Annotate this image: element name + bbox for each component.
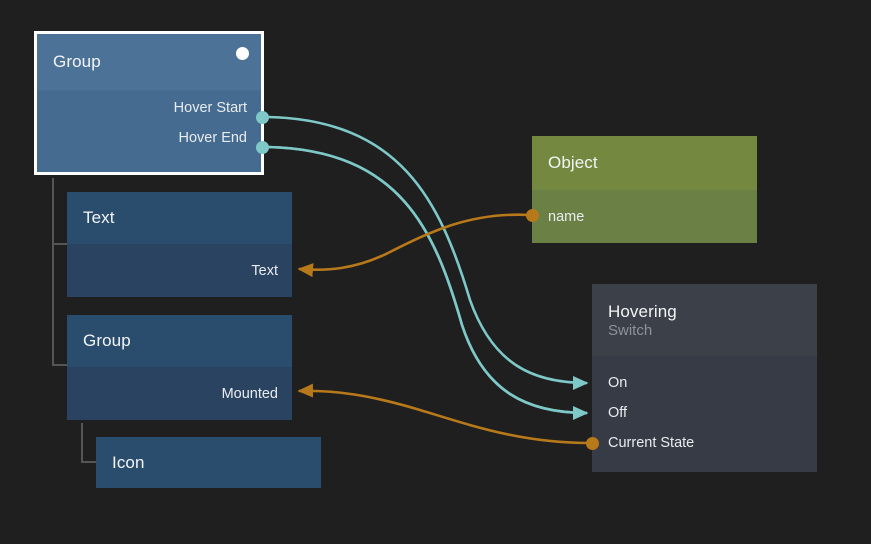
node-object-body: name	[532, 190, 757, 243]
node-icon-title: Icon	[112, 452, 145, 472]
tree-connector-stub-text	[52, 243, 67, 245]
node-text-body: Text	[67, 244, 292, 297]
port-dot-current-state[interactable]	[586, 437, 599, 450]
node-text-header[interactable]: Text	[67, 192, 292, 244]
node-group-root-title: Group	[53, 52, 101, 71]
port-mounted[interactable]: Mounted	[222, 384, 278, 404]
node-icon-header[interactable]: Icon	[96, 437, 321, 488]
tree-connector-vertical-icon	[81, 423, 83, 463]
node-group-2-title: Group	[83, 331, 131, 350]
port-dot-hover-start[interactable]	[256, 111, 269, 124]
node-group-2-body: Mounted	[67, 367, 292, 420]
node-text-title: Text	[83, 208, 115, 227]
port-name-label: name	[548, 209, 585, 225]
node-object[interactable]: Object name	[532, 136, 757, 243]
node-group-root-body: Hover Start Hover End	[37, 90, 261, 172]
port-off-label: Off	[608, 405, 628, 421]
port-on-label: On	[608, 375, 628, 391]
port-text-label: Text	[251, 263, 278, 279]
port-off[interactable]: Off	[608, 403, 627, 423]
edge-name-to-text	[297, 213, 530, 278]
node-icon[interactable]: Icon	[96, 437, 321, 488]
port-current-state-label: Current State	[608, 435, 695, 451]
port-name[interactable]: name	[548, 207, 584, 227]
port-hover-start-label: Hover Start	[173, 100, 247, 116]
port-hover-end[interactable]: Hover End	[178, 128, 247, 148]
port-text[interactable]: Text	[251, 261, 278, 281]
port-hover-end-label: Hover End	[178, 130, 247, 146]
edge-current-state-to-mounted	[297, 383, 591, 445]
node-group-root-header[interactable]: Group	[37, 34, 261, 90]
node-group-2[interactable]: Group Mounted	[67, 315, 292, 420]
tree-connector-stub-icon	[81, 461, 96, 463]
node-hovering[interactable]: Hovering Switch On Off Current State	[592, 284, 817, 472]
selection-indicator-dot[interactable]	[236, 47, 249, 60]
port-on[interactable]: On	[608, 373, 627, 393]
node-hovering-subtitle: Switch	[608, 322, 653, 339]
node-hovering-title: Hovering	[608, 302, 677, 321]
node-object-title: Object	[548, 153, 598, 172]
port-dot-object-name[interactable]	[526, 209, 539, 222]
node-text[interactable]: Text Text	[67, 192, 292, 297]
node-hovering-body: On Off Current State	[592, 356, 817, 472]
node-group-root[interactable]: Group Hover Start Hover End	[34, 31, 264, 175]
node-group-2-header[interactable]: Group	[67, 315, 292, 367]
tree-connector-vertical-main	[52, 178, 54, 366]
node-object-header[interactable]: Object	[532, 136, 757, 190]
node-hovering-header[interactable]: Hovering Switch	[592, 284, 817, 356]
port-mounted-label: Mounted	[221, 386, 278, 402]
port-current-state[interactable]: Current State	[608, 433, 694, 453]
tree-connector-stub-group2	[52, 364, 67, 366]
port-dot-hover-end[interactable]	[256, 141, 269, 154]
port-hover-start[interactable]: Hover Start	[174, 98, 247, 118]
